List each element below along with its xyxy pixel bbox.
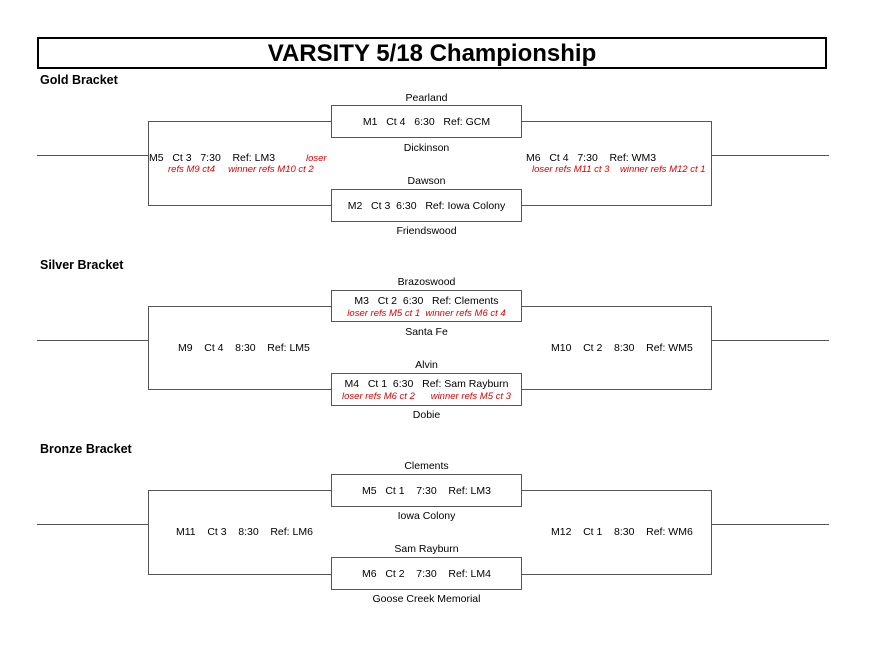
silver-right-feed-line: [711, 340, 829, 341]
bronze-right-feed-line: [711, 524, 829, 525]
silver-bottom-match-box: M4 Ct 1 6:30 Ref: Sam Rayburn loser refs…: [331, 373, 522, 406]
bronze-bottom-match-text: M6 Ct 2 7:30 Ref: LM4: [362, 568, 491, 580]
silver-top-team2: Santa Fe: [405, 326, 448, 338]
bronze-top-match-text: M5 Ct 1 7:30 Ref: LM3: [362, 485, 491, 497]
gold-left-note-loser: loser: [306, 153, 327, 164]
silver-top-note: loser refs M5 ct 1 winner refs M6 ct 4: [347, 308, 506, 319]
gold-bottom-match-box: M2 Ct 3 6:30 Ref: Iowa Colony: [331, 189, 522, 222]
gold-left-vertical: [148, 121, 149, 205]
bronze-top-team2: Iowa Colony: [397, 510, 456, 522]
silver-right-vertical: [711, 306, 712, 389]
silver-right-match-text: M10 Ct 2 8:30 Ref: WM5: [551, 342, 693, 354]
gold-top-team1: Pearland: [405, 92, 448, 104]
gold-right-match-text: M6 Ct 4 7:30 Ref: WM3: [526, 152, 657, 164]
gold-top-match-box: M1 Ct 4 6:30 Ref: GCM: [331, 105, 522, 138]
bronze-bracket-label: Bronze Bracket: [40, 442, 132, 456]
gold-right-vertical: [711, 121, 712, 205]
gold-bottom-team1: Dawson: [407, 175, 446, 187]
bronze-left-feed-line: [37, 524, 148, 525]
silver-bottom-match-text: M4 Ct 1 6:30 Ref: Sam Rayburn: [344, 378, 509, 390]
bronze-bottom-team1: Sam Rayburn: [394, 543, 459, 555]
bronze-top-team1: Clements: [404, 460, 449, 472]
silver-bracket-label: Silver Bracket: [40, 258, 124, 272]
silver-bottom-team2: Dobie: [412, 409, 441, 421]
silver-top-team1: Brazoswood: [397, 276, 456, 288]
bronze-left-vertical: [148, 490, 149, 574]
gold-left-feed-line: [37, 155, 148, 156]
silver-left-match-text: M9 Ct 4 8:30 Ref: LM5: [178, 342, 310, 354]
gold-bottom-team2: Friendswood: [396, 225, 457, 237]
bronze-bottom-team2: Goose Creek Memorial: [372, 593, 481, 605]
gold-left-match-text: M5 Ct 3 7:30 Ref: LM3: [149, 152, 276, 164]
gold-bottom-match-text: M2 Ct 3 6:30 Ref: Iowa Colony: [347, 200, 506, 212]
gold-left-note: refs M9 ct4 winner refs M10 ct 2: [168, 164, 314, 175]
silver-left-feed-line: [37, 340, 148, 341]
gold-top-team2: Dickinson: [403, 142, 450, 154]
silver-top-match-text: M3 Ct 2 6:30 Ref: Clements: [354, 295, 499, 307]
bronze-right-match-text: M12 Ct 1 8:30 Ref: WM6: [551, 526, 693, 538]
silver-bottom-note: loser refs M6 ct 2 winner refs M5 ct 3: [342, 391, 511, 402]
silver-bottom-team1: Alvin: [415, 359, 438, 371]
gold-top-match-text: M1 Ct 4 6:30 Ref: GCM: [362, 116, 491, 128]
silver-left-vertical: [148, 306, 149, 389]
bronze-bottom-match-box: M6 Ct 2 7:30 Ref: LM4: [331, 557, 522, 590]
silver-top-match-box: M3 Ct 2 6:30 Ref: Clements loser refs M5…: [331, 290, 522, 322]
bronze-right-vertical: [711, 490, 712, 574]
gold-right-note: loser refs M11 ct 3 winner refs M12 ct 1: [532, 164, 706, 175]
gold-right-feed-line: [711, 155, 829, 156]
bronze-left-match-text: M11 Ct 3 8:30 Ref: LM6: [176, 526, 313, 538]
page-title: VARSITY 5/18 Championship: [37, 37, 827, 69]
bronze-top-match-box: M5 Ct 1 7:30 Ref: LM3: [331, 474, 522, 507]
gold-bracket-label: Gold Bracket: [40, 73, 118, 87]
